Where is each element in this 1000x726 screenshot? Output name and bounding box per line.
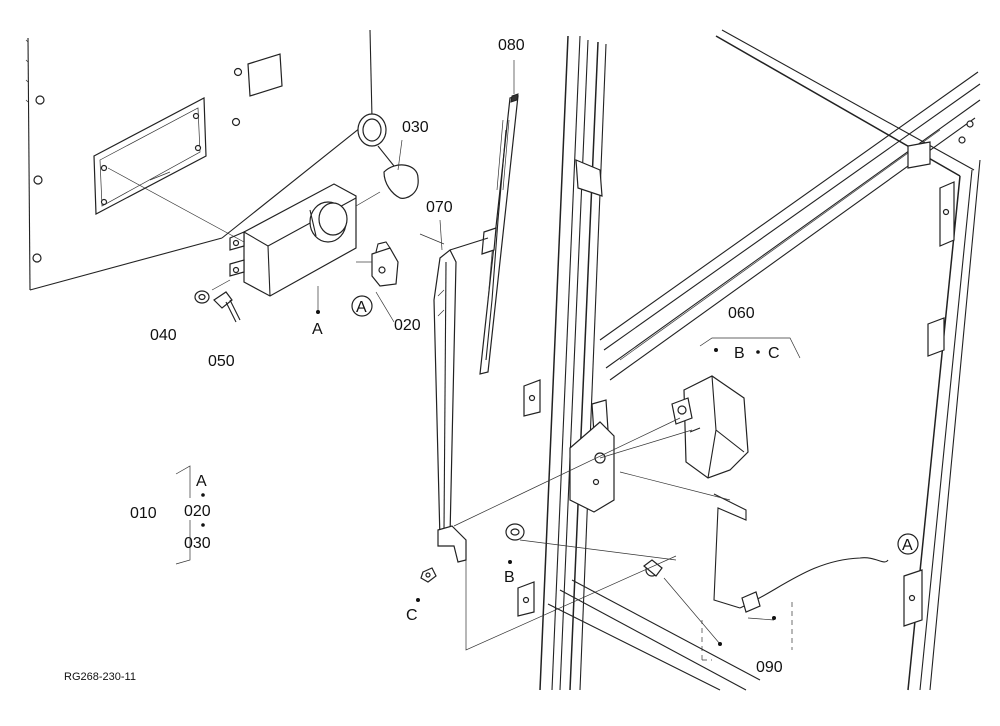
label-ref-c: C — [406, 607, 418, 624]
label-020: 020 — [394, 317, 421, 334]
label-010-a: A — [196, 473, 207, 490]
label-ref-a-tank: A — [312, 321, 323, 338]
label-ref-a-left: A — [356, 299, 367, 316]
washer-pump — [356, 241, 399, 287]
ref-a-circle-right — [897, 533, 919, 555]
leader-lines — [175, 60, 801, 661]
wiper-arm — [433, 237, 489, 563]
tank-cap — [357, 113, 419, 199]
label-080: 080 — [498, 37, 525, 54]
label-030: 030 — [402, 119, 429, 136]
cab-panel — [25, 29, 373, 291]
washer-tank — [107, 167, 381, 297]
label-010-020: 020 — [184, 503, 211, 520]
label-060-b: B — [734, 345, 745, 362]
label-010: 010 — [130, 505, 157, 522]
nut-b — [505, 523, 525, 541]
label-070: 070 — [426, 199, 453, 216]
wiper-blade — [479, 93, 519, 375]
figure-id: RG268-230-11 — [64, 671, 136, 683]
wire-harness — [643, 493, 889, 613]
washer-and-bolt — [194, 279, 241, 323]
nut-c — [420, 567, 437, 583]
ref-a-circle-left — [351, 295, 373, 317]
label-040: 040 — [150, 327, 177, 344]
reference-dots — [201, 310, 776, 646]
label-060: 060 — [728, 305, 755, 322]
label-090: 090 — [756, 659, 783, 676]
label-060-c: C — [768, 345, 780, 362]
label-010-030: 030 — [184, 535, 211, 552]
door-frame — [517, 29, 981, 691]
label-ref-a-right: A — [902, 537, 913, 554]
wiper-motor — [671, 375, 749, 479]
label-ref-b: B — [504, 569, 515, 586]
label-050: 050 — [208, 353, 235, 370]
